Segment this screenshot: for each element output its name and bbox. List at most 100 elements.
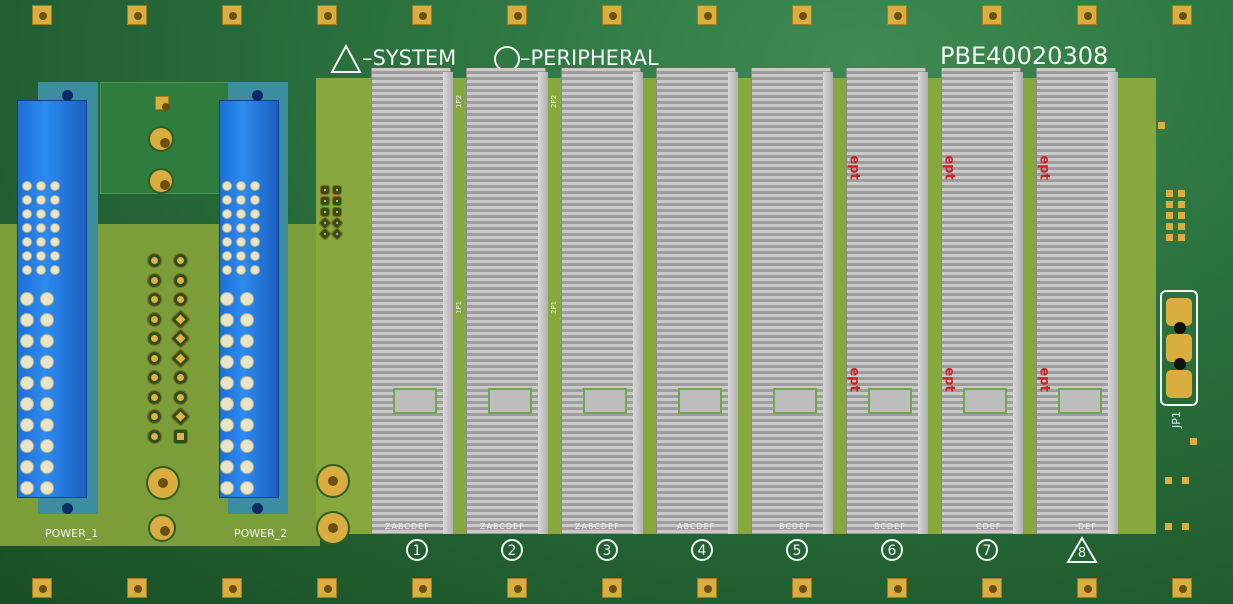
header-pin — [333, 208, 341, 216]
connector-pin — [41, 482, 53, 494]
connector-pin — [251, 238, 259, 246]
mounting-pad — [318, 466, 348, 496]
connector-pin — [251, 252, 259, 260]
mount-pad — [507, 5, 527, 25]
test-pad — [1165, 477, 1172, 484]
slot-number: 8 — [1077, 546, 1087, 561]
slot-8-marker: 8 — [1066, 536, 1098, 564]
slot-letter-row: ABCDEF — [677, 522, 716, 531]
connector-pin — [241, 461, 253, 473]
test-pad — [1182, 523, 1189, 530]
mount-pad — [697, 578, 717, 598]
header-pin — [148, 410, 161, 423]
slot-8-connector — [1036, 68, 1116, 534]
via-pad — [150, 170, 172, 192]
slot-7-connector — [941, 68, 1021, 534]
mount-pad — [1172, 5, 1192, 25]
connector-pin — [21, 419, 33, 431]
header-pin — [321, 197, 329, 205]
connector-pin — [237, 238, 245, 246]
connector-pin — [21, 461, 33, 473]
connector-pin — [241, 314, 253, 326]
power-2-mount-hole-bottom — [252, 503, 263, 514]
connector-pin — [241, 482, 253, 494]
slot-label-top: 2P2 — [550, 94, 558, 108]
connector-pin — [23, 196, 31, 204]
connector-pin — [41, 440, 53, 452]
slot-1-marker: 1 — [406, 539, 428, 561]
jp1-pin — [1166, 298, 1192, 326]
mount-pad — [317, 5, 337, 25]
header-pin — [148, 312, 161, 326]
slot-letter-row: BCDEF — [779, 522, 811, 531]
slot-5-connector — [751, 68, 831, 534]
jp1-pin — [1166, 370, 1192, 398]
header-pin — [1166, 234, 1173, 241]
slot-2-connector — [466, 68, 546, 534]
slot-label-top: 1P2 — [455, 94, 463, 108]
connector-pin — [223, 182, 231, 190]
test-pad — [1158, 122, 1165, 129]
header-pin — [174, 390, 187, 404]
mount-pad — [412, 5, 432, 25]
mount-pad — [792, 5, 812, 25]
connector-pin — [221, 293, 233, 305]
slot-rail — [728, 72, 738, 534]
connector-pin — [51, 196, 59, 204]
connector-pin — [23, 266, 31, 274]
slot-letter-row: DEF — [1078, 522, 1097, 531]
connector-pin — [51, 210, 59, 218]
connector-pin — [241, 398, 253, 410]
slot-6-marker: 6 — [881, 539, 903, 561]
mount-pad — [222, 5, 242, 25]
header-pin — [148, 390, 161, 404]
header-pin — [174, 273, 187, 287]
slot-rail — [823, 72, 833, 534]
connector-pin — [23, 238, 31, 246]
jp1-pin — [1166, 334, 1192, 362]
connector-pin — [51, 224, 59, 232]
test-pad — [155, 96, 170, 111]
connector-pin — [41, 377, 53, 389]
connector-pin — [237, 252, 245, 260]
header-pin — [1166, 201, 1173, 208]
header-pin — [1178, 212, 1185, 219]
connector-pin — [37, 266, 45, 274]
slot-label-mid: 2P1 — [550, 300, 558, 314]
header-pin — [1166, 190, 1173, 197]
slot-latch — [583, 388, 627, 414]
slot-7-marker: 7 — [976, 539, 998, 561]
connector-pin — [37, 182, 45, 190]
ept-logo: ept — [1036, 155, 1052, 180]
connector-pin — [21, 356, 33, 368]
header-pin — [321, 208, 329, 216]
connector-pin — [237, 196, 245, 204]
power-1-mount-hole-top — [62, 90, 73, 101]
header-pin — [1178, 234, 1185, 241]
header-pin — [174, 371, 187, 384]
mount-pad — [32, 5, 52, 25]
header-pin — [148, 351, 161, 365]
connector-pin — [221, 461, 233, 473]
mounting-pad — [150, 516, 174, 540]
slot-4-connector — [656, 68, 736, 534]
header-pin — [321, 186, 329, 194]
connector-pin — [237, 210, 245, 218]
connector-pin — [221, 482, 233, 494]
test-pad — [1190, 438, 1197, 445]
slot-label-mid: 1P1 — [455, 300, 463, 314]
slot-latch — [868, 388, 912, 414]
ept-logo: ept — [941, 367, 957, 392]
connector-pin — [23, 182, 31, 190]
connector-pin — [223, 196, 231, 204]
header-pin — [174, 254, 187, 267]
connector-pin — [23, 252, 31, 260]
jp1-jumper[interactable] — [1160, 290, 1198, 406]
slot-5-marker: 5 — [786, 539, 808, 561]
header-pin — [148, 254, 161, 267]
system-triangle-icon — [330, 44, 362, 73]
slot-latch — [488, 388, 532, 414]
slot-latch — [678, 388, 722, 414]
slot-rail — [1013, 72, 1023, 534]
